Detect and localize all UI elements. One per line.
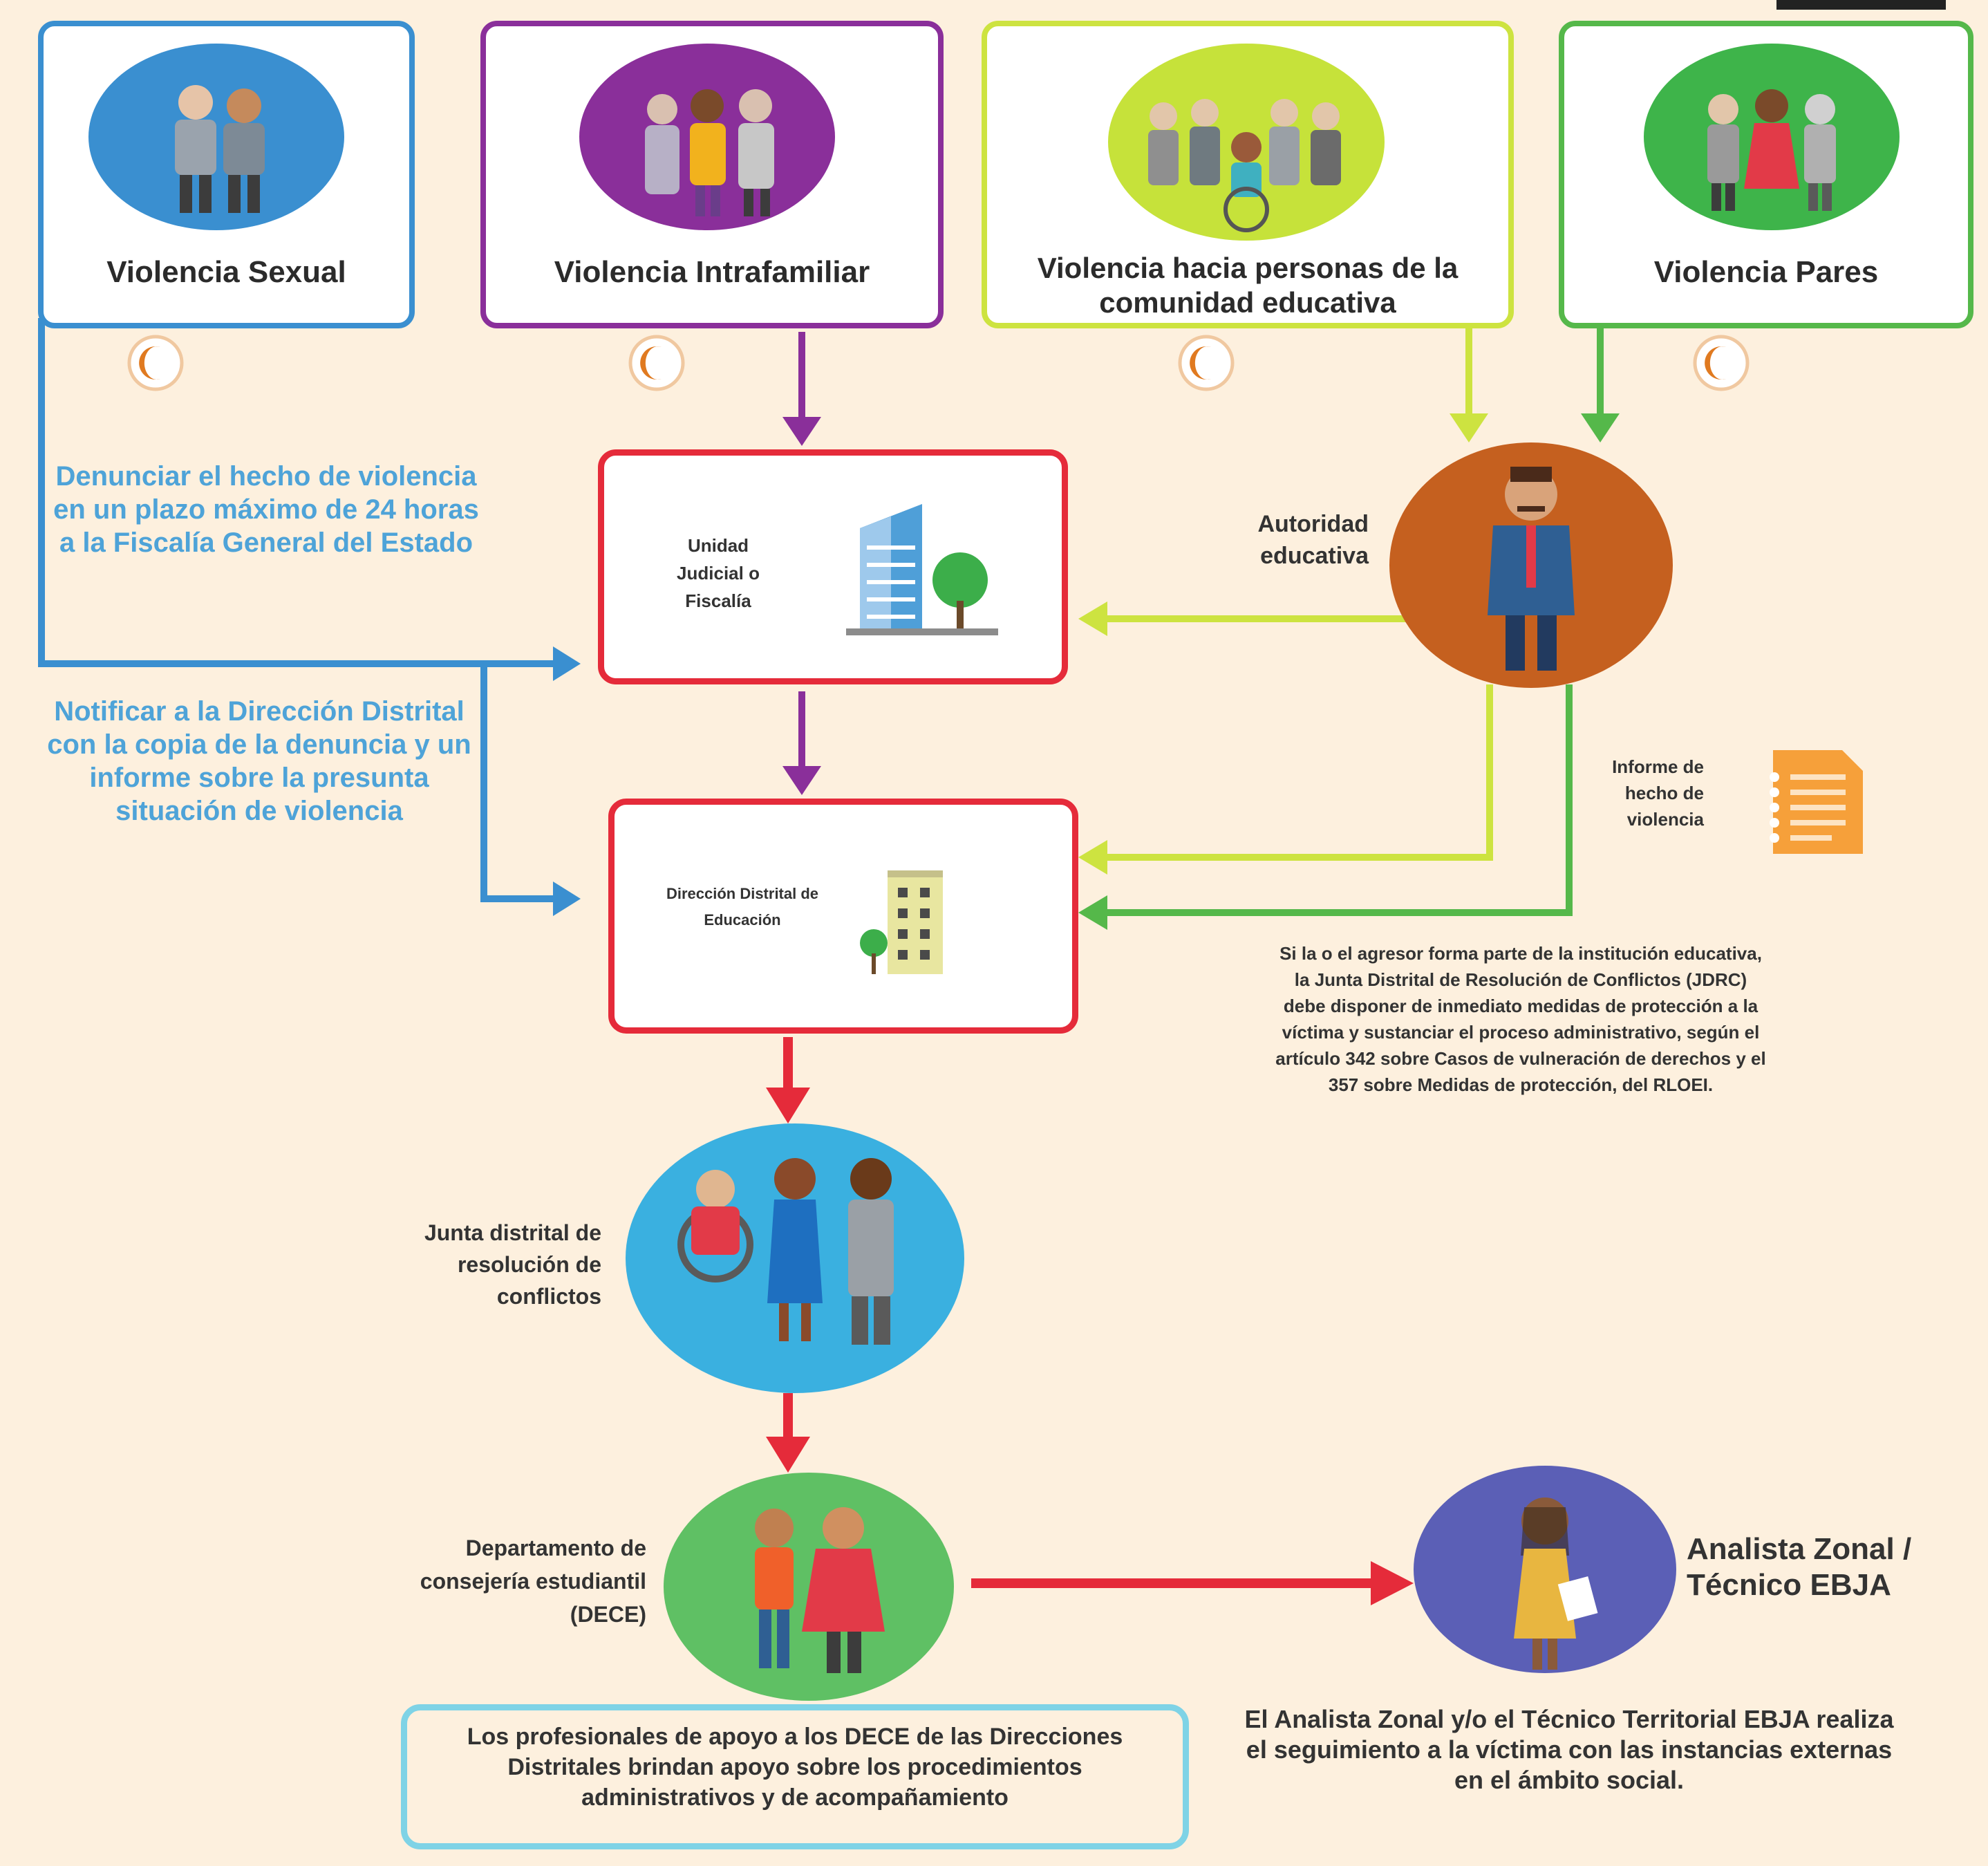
teacher-icon [1488,467,1575,671]
students-icon [755,1507,885,1673]
dece-node [664,1473,954,1701]
moon-icon [628,335,685,391]
fiscalia-label: Unidad Judicial o Fiscalía [677,535,760,611]
dece-support-box: Los profesionales de apoyo a los DECE de… [401,1704,1189,1849]
peers-icon [1644,44,1900,230]
denounce-note: Denunciar el hecho de violencia en un pl… [53,461,479,558]
family-icon [579,44,835,230]
violence-type-pares: Violencia Pares [1559,21,1973,328]
analista-follow-note: El Analista Zonal y/o el Técnico Territo… [1244,1705,1894,1794]
community-illustration [1148,99,1341,232]
junta-label: Junta distrital de resolución de conflic… [424,1220,601,1309]
violence-type-sexual: Violencia Sexual [38,21,415,328]
violence-type-intrafamiliar: Violencia Intrafamiliar [480,21,944,328]
moon-icon [1178,335,1235,391]
notify-note: Notificar a la Dirección Distrital con l… [47,696,471,826]
analista-node [1414,1466,1676,1673]
tree-icon [860,929,888,974]
people-icon [88,44,344,230]
violence-type-comunidad: Violencia hacia personas de la comunidad… [982,21,1514,328]
analista-label: Analista Zonal / Técnico EBJA [1687,1532,1912,1602]
autoridad-label: Autoridad educativa [1257,511,1369,569]
direccion-node: Dirección Distrital de Educación [608,799,1078,1034]
moon-icon [127,335,184,391]
couple-illustration [175,85,265,213]
violence-type-label: Violencia Pares [1653,255,1879,289]
arrow-autoridad-to-direccion-green [1106,684,1573,916]
dece-support-text: Los profesionales de apoyo a los DECE de… [467,1724,1123,1811]
community-icon [1108,44,1385,241]
moon-icon [1693,335,1750,391]
fiscalia-node: Unidad Judicial o Fiscalía [598,449,1068,684]
building-icon [860,870,943,974]
family-illustration [645,89,774,216]
dark-tab [1776,0,1946,10]
violence-type-label: Violencia hacia personas de la comunidad… [1037,252,1459,319]
violence-type-label: Violencia Intrafamiliar [554,255,870,289]
small-symbols [127,335,1750,391]
arrow-sexual-to-fiscalia [38,318,560,667]
junta-node [626,1123,964,1393]
informe-label: Informe de hecho de violencia [1612,756,1704,830]
autoridad-node [1389,442,1673,688]
analyst-icon [1514,1498,1598,1670]
tree-icon [932,552,988,628]
dece-label: Departamento de consejería estudiantil (… [420,1536,646,1627]
peers-illustration [1707,89,1836,211]
document-icon [1770,750,1863,854]
board-members-icon [677,1158,894,1345]
violence-type-label: Violencia Sexual [106,255,346,289]
arrow-sexual-to-direccion [480,664,560,902]
direccion-label: Dirección Distrital de Educación [666,885,819,929]
arrow-autoridad-to-direccion-yellow [1106,684,1493,861]
jdrc-note: Si la o el agresor forma parte de la ins… [1275,943,1766,1095]
building-icon [846,504,998,635]
